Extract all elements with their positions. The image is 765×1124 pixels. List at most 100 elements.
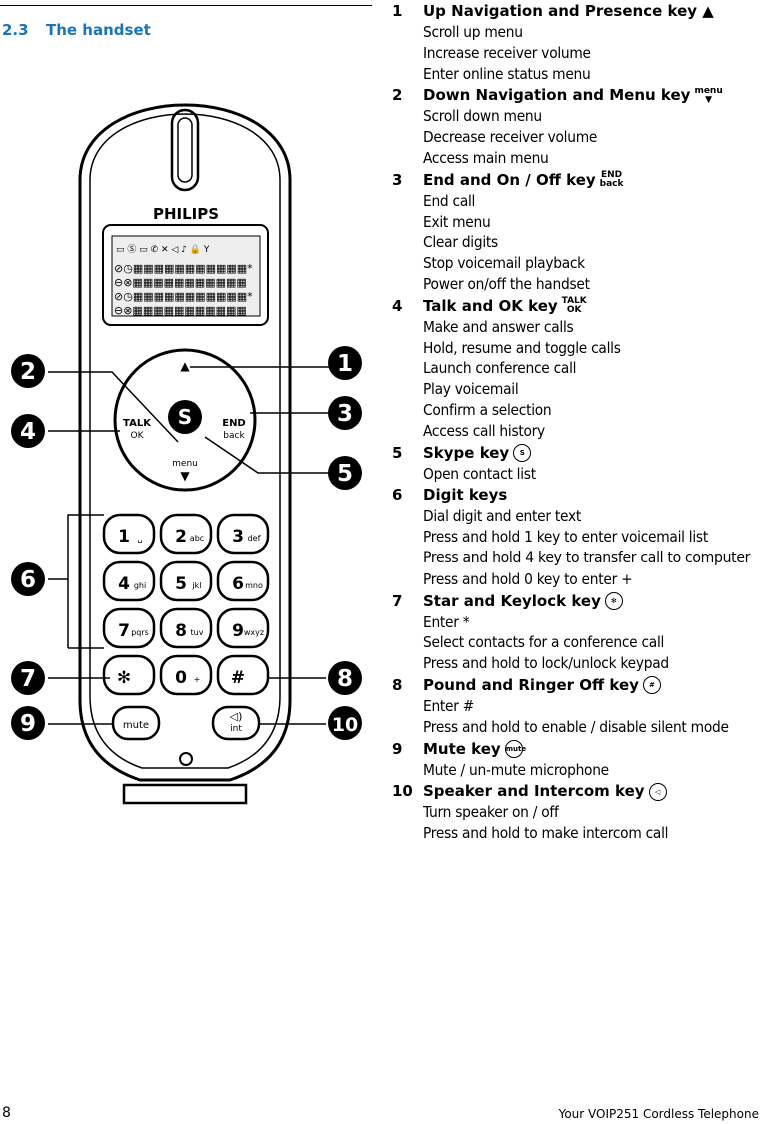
callout-badge-5 — [328, 456, 362, 490]
key-item-line: Turn speaker on / off — [423, 803, 559, 822]
key-7-digit: 7 — [118, 621, 130, 641]
key-item-line: Clear digits — [423, 233, 498, 252]
key-item-number: 3 — [392, 170, 403, 189]
key-item-number: 9 — [392, 739, 403, 758]
key-item-line: Open contact list — [423, 464, 536, 483]
key-9-icon: mute — [504, 740, 526, 759]
key-9-digit: 9 — [232, 621, 244, 641]
header-rule — [0, 5, 372, 6]
callout-badge-8 — [328, 661, 362, 695]
section-title: The handset — [46, 21, 151, 39]
key-item-number: 8 — [392, 675, 403, 694]
key-item-line: Scroll down menu — [423, 107, 542, 126]
key-item-line: Exit menu — [423, 212, 491, 231]
key-item-line: Enter * — [423, 612, 470, 631]
callout-badge-3 — [328, 396, 362, 430]
key-item-line: Press and hold to lock/unlock keypad — [423, 654, 669, 673]
key-item-number: 10 — [392, 782, 413, 801]
down-arrow-icon: ▼ — [180, 469, 190, 483]
skype-icon: S — [178, 405, 192, 429]
svg-text:⊖⊗▦▦▦▦▦▦▦▦▦▦▦: ⊖⊗▦▦▦▦▦▦▦▦▦▦▦ — [114, 304, 247, 317]
key-8-digit: 8 — [175, 621, 187, 641]
key-2-digit: 2 — [175, 527, 187, 547]
key-item-title: Digit keys — [423, 486, 508, 505]
back-label: back — [223, 431, 245, 441]
callout-badge-7 — [11, 661, 45, 695]
end-label: END — [222, 418, 246, 429]
key-12-digit: # — [231, 668, 245, 688]
brand-logo: PHILIPS — [153, 205, 219, 223]
key-item-line: Enter online status menu — [423, 64, 591, 83]
key-item-line: Increase receiver volume — [423, 43, 591, 62]
key-2-icon: menu▼ — [694, 85, 723, 105]
key-item-line: Launch conference call — [423, 359, 577, 378]
key-item-title: Star and Keylock key✻ — [423, 590, 623, 612]
key-1-letters: ␣ — [137, 534, 142, 543]
key-item-number: 6 — [392, 486, 403, 505]
key-item-line: Press and hold 4 key to transfer call to… — [423, 549, 751, 566]
callout-number-3: 3 — [337, 401, 353, 427]
key-8-letters: tuv — [191, 628, 204, 637]
key-item-line: Access call history — [423, 421, 545, 440]
key-item-line: Play voicemail — [423, 380, 519, 399]
key-5-letters: jkl — [191, 581, 201, 590]
key-10-digit: ✻ — [117, 668, 131, 688]
callout-number-1: 1 — [337, 351, 353, 377]
callout-badge-6 — [11, 562, 45, 596]
svg-text:▭ Ⓢ ▭ ✆ ✕ ◁ ♪ 🔒 Y: ▭ Ⓢ ▭ ✆ ✕ ◁ ♪ 🔒 Y — [116, 244, 210, 255]
key-9-letters: wxyz — [244, 628, 264, 637]
key-5-icon: S — [513, 444, 532, 463]
key-6-digit: 6 — [232, 574, 244, 594]
key-item-line: Power on/off the handset — [423, 274, 590, 293]
key-item-number: 5 — [392, 443, 403, 462]
speaker-icon: ◁) — [230, 710, 243, 723]
callout-badge-1 — [328, 346, 362, 380]
callout-badge-2 — [11, 354, 45, 388]
key-item-line: Press and hold to enable / disable silen… — [423, 717, 729, 736]
key-3-letters: def — [248, 534, 261, 543]
key-5-digit: 5 — [175, 574, 187, 594]
page-number: 8 — [2, 1105, 11, 1121]
mute-key-label: mute — [123, 720, 149, 731]
key-item-line: Enter # — [423, 696, 475, 715]
int-key-label: int — [230, 724, 242, 734]
key-item-line: Scroll up menu — [423, 23, 523, 41]
key-11-letters: + — [194, 675, 201, 684]
ok-label: OK — [131, 431, 145, 441]
callout-number-9: 9 — [20, 711, 36, 737]
key-item-line: Make and answer calls — [423, 317, 574, 336]
svg-text:⊘◷▦▦▦▦▦▦▦▦▦▦▦*: ⊘◷▦▦▦▦▦▦▦▦▦▦▦* — [114, 290, 253, 303]
key-10-icon: ◁ — [648, 782, 667, 801]
callout-number-6: 6 — [20, 567, 36, 593]
skype-key — [168, 400, 202, 434]
key-item-line: Confirm a selection — [423, 400, 552, 419]
footer-title: Your VOIP251 Cordless Telephone — [558, 1107, 759, 1121]
key-4-letters: ghi — [134, 581, 146, 590]
key-item-line: Dial digit and enter text — [423, 507, 582, 526]
key-3-digit: 3 — [232, 527, 244, 547]
handset-illustration: ▭ Ⓢ ▭ ✆ ✕ ◁ ♪ 🔒 Y ⊘◷▦▦▦▦▦▦▦▦▦▦▦* ⊖⊗▦▦▦▦▦… — [11, 103, 362, 805]
callout-number-4: 4 — [20, 419, 36, 445]
key-4-digit: 4 — [118, 574, 130, 594]
